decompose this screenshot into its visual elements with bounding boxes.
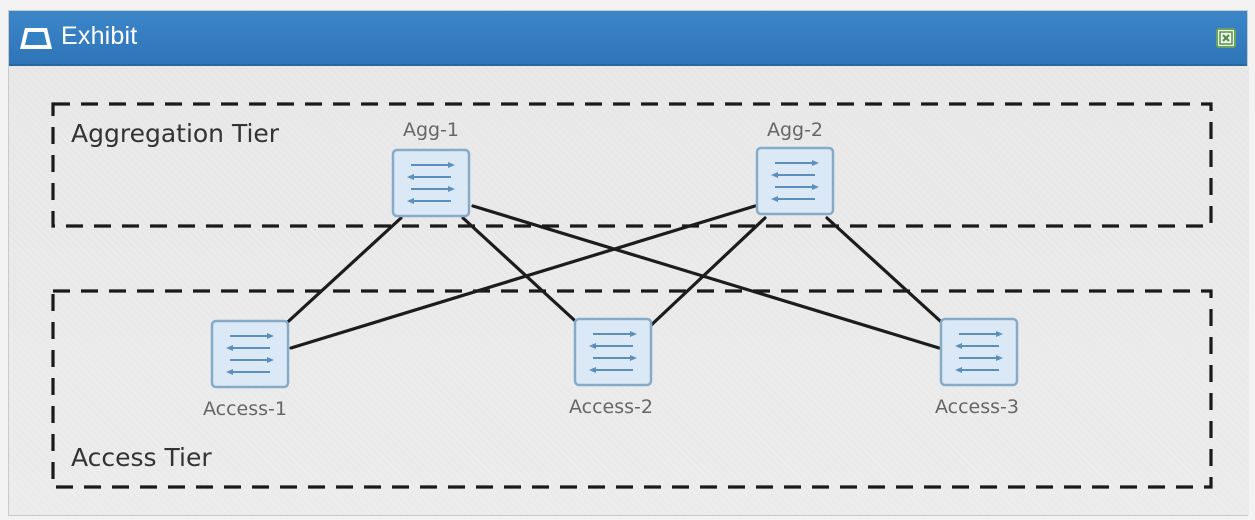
switch-body — [939, 317, 1019, 387]
switch-arrow-head — [407, 198, 414, 204]
node-label: Agg-1 — [403, 119, 459, 141]
switch-arrow-head — [955, 343, 962, 349]
tier-label: Aggregation Tier — [71, 119, 280, 148]
tier-boundary — [51, 289, 1213, 489]
switch-icon — [573, 317, 653, 387]
link-agg2-acc3 — [825, 216, 951, 331]
node-acc2[interactable]: Access-2 — [569, 317, 653, 418]
node-acc1[interactable]: Access-1 — [203, 319, 290, 420]
switch-arrow-head — [448, 162, 455, 168]
node-agg1[interactable]: Agg-1 — [391, 119, 471, 218]
switch-arrow-head — [630, 331, 637, 337]
node-acc3[interactable]: Access-3 — [935, 317, 1019, 418]
switch-arrow-head — [589, 367, 596, 373]
switch-arrow-head — [226, 369, 233, 375]
tier-label: Access Tier — [71, 443, 212, 472]
switch-arrow-head — [630, 355, 637, 361]
switch-arrow-head — [448, 186, 455, 192]
switch-arrow-head — [589, 343, 596, 349]
switch-body — [391, 148, 471, 218]
link-agg2-acc1 — [289, 204, 757, 350]
link-agg1-acc3 — [471, 204, 941, 350]
switch-body — [573, 317, 653, 387]
node-agg2[interactable]: Agg-2 — [755, 119, 835, 216]
node-label: Access-1 — [203, 398, 287, 420]
switch-icon — [939, 317, 1019, 387]
switch-icon — [210, 319, 290, 389]
switch-arrow-head — [267, 333, 274, 339]
switch-icon — [755, 146, 835, 216]
switch-arrow-head — [226, 345, 233, 351]
node-label: Agg-2 — [767, 119, 823, 141]
close-button[interactable] — [1216, 28, 1236, 48]
tier-access: Access Tier — [51, 289, 1213, 489]
close-icon — [1219, 31, 1233, 45]
link-agg1-acc1 — [277, 216, 403, 332]
switch-arrow-head — [267, 357, 274, 363]
switch-arrow-head — [771, 172, 778, 178]
link-agg1-acc2 — [461, 216, 586, 331]
tier-boundary — [51, 102, 1213, 228]
switch-arrow-head — [996, 331, 1003, 337]
switch-arrow-head — [955, 367, 962, 373]
switch-arrow-head — [996, 355, 1003, 361]
switch-body — [755, 146, 835, 216]
exhibit-icon — [19, 25, 53, 51]
link-agg2-acc2 — [645, 216, 767, 331]
switch-arrow-head — [771, 196, 778, 202]
window-title: Exhibit — [61, 22, 138, 50]
switch-arrow-head — [812, 184, 819, 190]
switch-arrow-head — [407, 174, 414, 180]
switch-icon — [391, 148, 471, 218]
window-titlebar: Exhibit — [9, 11, 1247, 66]
node-label: Access-2 — [569, 396, 653, 418]
switch-arrow-head — [812, 160, 819, 166]
tier-aggregation: Aggregation Tier — [51, 102, 1213, 228]
node-label: Access-3 — [935, 396, 1019, 418]
switch-body — [210, 319, 290, 389]
